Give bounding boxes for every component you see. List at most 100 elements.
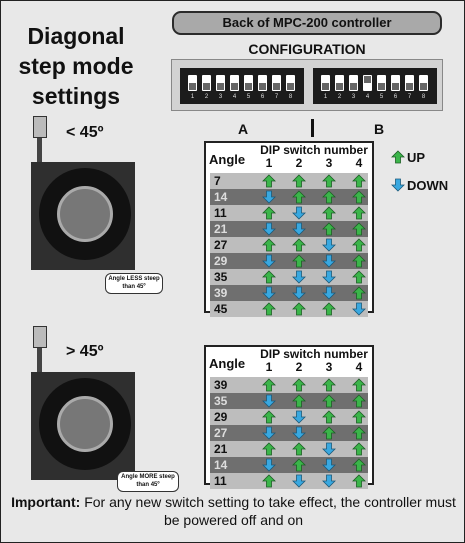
table-row: 45 <box>210 301 368 317</box>
up-arrow-icon <box>292 458 306 472</box>
up-arrow-icon <box>292 238 306 252</box>
less-than-45-label: < 45º <box>66 124 104 141</box>
dip-switch-number: 5 <box>379 94 384 100</box>
angle-value: 35 <box>214 394 228 408</box>
down-arrow-icon <box>322 458 336 472</box>
table-row: 11 <box>210 473 368 489</box>
down-arrow-icon <box>322 238 336 252</box>
dip-switch-number: 7 <box>407 94 412 100</box>
controller-body <box>31 162 135 270</box>
dip-switch-number: 6 <box>393 94 398 100</box>
up-arrow-icon <box>322 222 336 236</box>
dip-switch-number: 6 <box>260 94 265 100</box>
dip-switch-2 <box>335 75 344 91</box>
table-row: 27 <box>210 237 368 253</box>
dip-switch-7 <box>272 75 281 91</box>
important-text: For any new switch setting to take effec… <box>80 494 456 528</box>
dip-switch-7 <box>405 75 414 91</box>
up-arrow-icon <box>352 270 366 284</box>
up-arrow-icon <box>292 378 306 392</box>
up-arrow-icon <box>262 474 276 488</box>
down-arrow-icon <box>262 426 276 440</box>
title-line-1: Diagonal <box>27 23 125 49</box>
up-arrow-icon <box>352 426 366 440</box>
dip-number-4: 4 <box>355 360 363 374</box>
angle-value: 27 <box>214 426 228 440</box>
dip-switch-6 <box>391 75 400 91</box>
up-arrow-icon <box>352 394 366 408</box>
table-row: 21 <box>210 221 368 237</box>
dip-switch-5 <box>244 75 253 91</box>
down-arrow-icon <box>292 270 306 284</box>
controller-banner: Back of MPC-200 controller <box>172 11 442 35</box>
up-arrow-icon <box>292 394 306 408</box>
up-arrow-icon <box>322 174 336 188</box>
up-arrow-icon <box>322 410 336 424</box>
dip-switch-number: 2 <box>204 94 209 100</box>
up-arrow-icon <box>262 442 276 456</box>
angle-dial <box>39 378 131 470</box>
down-arrow-icon <box>292 206 306 220</box>
up-arrow-icon <box>352 286 366 300</box>
up-arrow-icon <box>262 206 276 220</box>
up-arrow-icon <box>352 474 366 488</box>
down-arrow-icon <box>292 410 306 424</box>
down-arrow-icon <box>292 474 306 488</box>
up-arrow-icon <box>262 410 276 424</box>
angle-dial <box>39 168 131 260</box>
dip-switch-5 <box>377 75 386 91</box>
up-arrow-icon <box>322 378 336 392</box>
angle-value: 14 <box>214 190 228 204</box>
dial-center <box>57 186 113 242</box>
more-steep-callout: Angle MORE steep than 45º <box>117 471 179 492</box>
dip-switch-number: 1 <box>323 94 328 100</box>
dip-number-4: 4 <box>355 156 363 170</box>
legend-down-label: DOWN <box>407 178 449 193</box>
angle-value: 27 <box>214 238 228 252</box>
dip-switch-8 <box>286 75 295 91</box>
table-row: 35 <box>210 393 368 409</box>
table-row: 27 <box>210 425 368 441</box>
dip-switch-1 <box>188 75 197 91</box>
angle-value: 11 <box>214 206 227 220</box>
up-arrow-icon <box>262 302 276 316</box>
dip-switch-4 <box>363 75 372 91</box>
up-arrow-icon <box>352 442 366 456</box>
down-arrow-icon <box>262 222 276 236</box>
table-row: 11 <box>210 205 368 221</box>
up-arrow-icon <box>322 394 336 408</box>
down-arrow-icon <box>292 222 306 236</box>
dip-number-1: 1 <box>265 360 273 374</box>
up-arrow-icon <box>262 174 276 188</box>
important-label: Important: <box>11 494 81 510</box>
title-line-2: step mode <box>18 53 134 79</box>
adjuster-knob <box>33 116 47 138</box>
angle-value: 29 <box>214 254 228 268</box>
down-arrow-icon <box>352 302 366 316</box>
angle-value: 39 <box>214 378 228 392</box>
up-arrow-icon <box>352 410 366 424</box>
legend-up-label: UP <box>407 150 426 165</box>
up-arrow-icon <box>292 174 306 188</box>
up-arrow-icon <box>322 206 336 220</box>
up-arrow-icon <box>262 238 276 252</box>
up-arrow-icon <box>262 270 276 284</box>
down-arrow-icon <box>262 458 276 472</box>
down-arrow-icon <box>292 426 306 440</box>
table-row: 21 <box>210 441 368 457</box>
down-arrow-icon <box>262 286 276 300</box>
table-row: 39 <box>210 377 368 393</box>
table-row: 14 <box>210 189 368 205</box>
down-arrow-icon <box>262 394 276 408</box>
dip-switch-number: 3 <box>218 94 223 100</box>
table-row: 14 <box>210 457 368 473</box>
dip-switch-header: DIP switch number <box>260 347 368 361</box>
dip-number-2: 2 <box>295 156 303 170</box>
down-arrow-icon <box>322 474 336 488</box>
dip-switch-number: 2 <box>337 94 342 100</box>
